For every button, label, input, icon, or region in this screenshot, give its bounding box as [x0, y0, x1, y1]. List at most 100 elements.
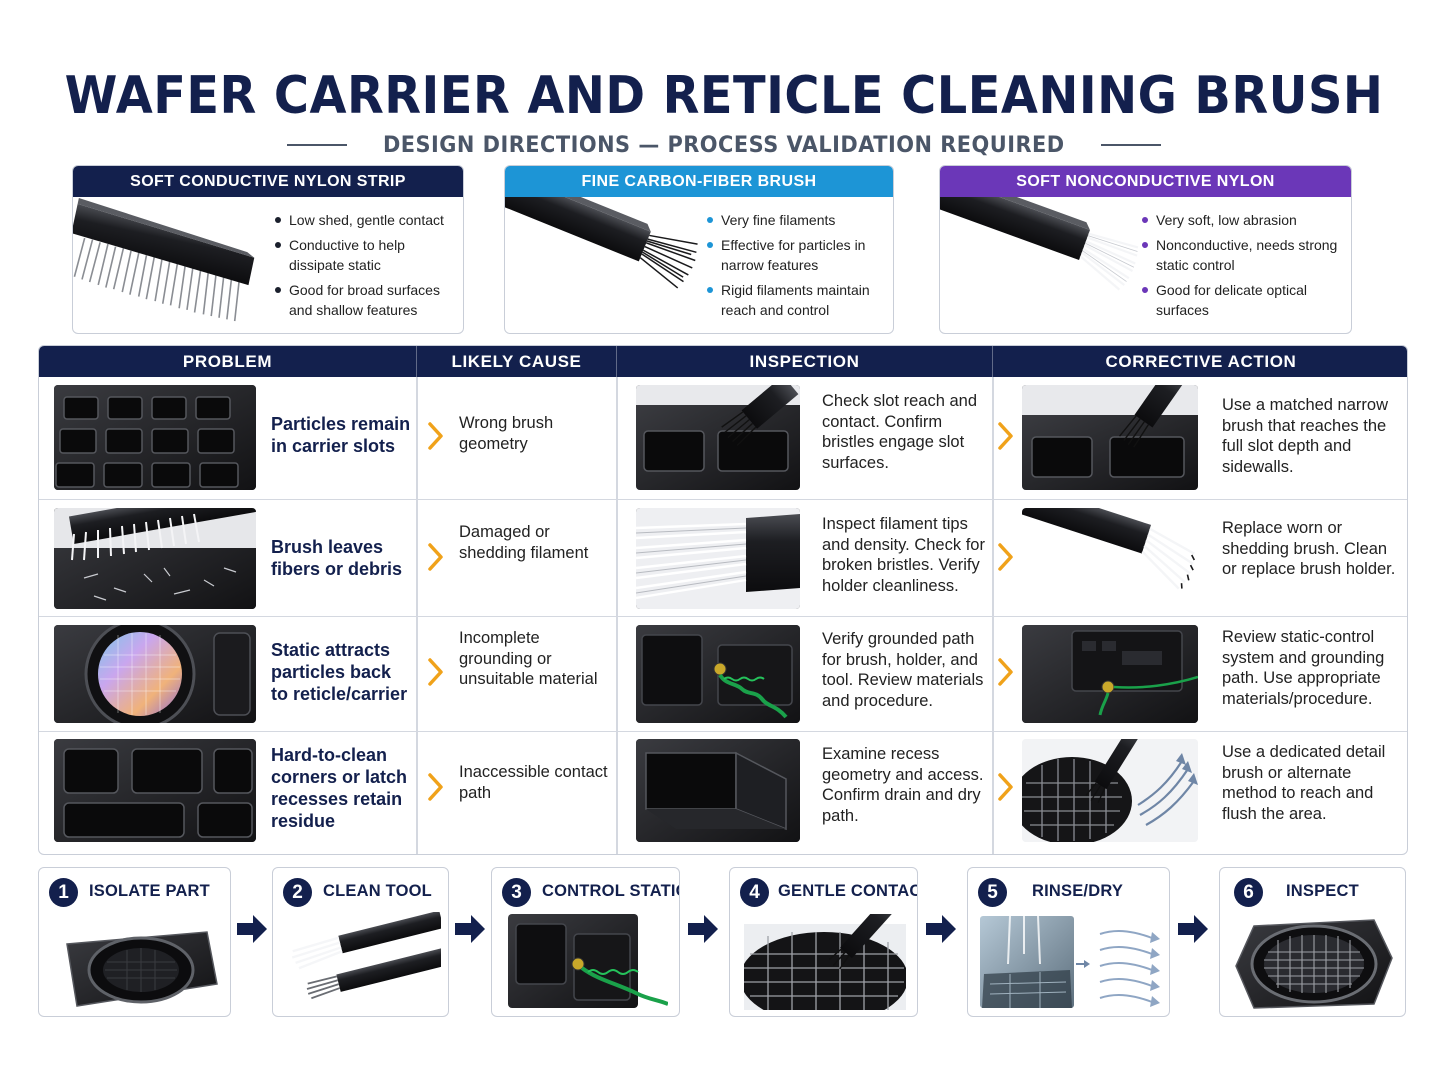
inspection-text: Examine recess geometry and access. Conf… [822, 745, 984, 825]
action-text: Replace worn or shedding brush. Clean or… [1222, 519, 1396, 578]
cause-text: Incomplete grounding or unsuitable mater… [459, 629, 598, 688]
column-divider [616, 377, 618, 854]
chevron-right-icon [428, 658, 443, 686]
matched-brush-action-image [1022, 385, 1198, 490]
nonconductive-nylon-brush-icon [940, 197, 1139, 291]
chevron-right-icon [428, 422, 443, 450]
subtitle-rule-right [1100, 144, 1161, 146]
bullet: Very fine filaments [705, 210, 885, 230]
latch-recess-image [54, 739, 256, 842]
nylon-strip-brush-icon [73, 197, 255, 322]
bullet: Rigid filaments maintain reach and contr… [705, 280, 885, 320]
brush-card-nonconductive-nylon: SOFT NONCONDUCTIVE NYLON Very soft, low … [939, 165, 1352, 334]
rinse-and-dry-icon [980, 915, 1160, 1008]
subtitle-rule-left [287, 144, 348, 146]
step-label: GENTLE CONTACT [778, 882, 918, 900]
table-row: Static attracts particles back to reticl… [39, 616, 1407, 731]
grounding-inspection-image [636, 625, 800, 723]
brush-card-title: SOFT CONDUCTIVE NYLON STRIP [73, 166, 463, 197]
slot-reach-inspection-image [636, 385, 800, 490]
step-rinse-dry: 5 RINSE/DRY [967, 867, 1170, 1017]
static-reticle-image [54, 625, 256, 723]
chevron-right-icon [428, 543, 443, 571]
grounding-wire-icon [508, 914, 668, 1008]
arrow-right-icon [1178, 915, 1208, 943]
gentle-brush-contact-icon [744, 914, 906, 1010]
bullet: Nonconductive, needs strong static contr… [1140, 235, 1343, 275]
replace-brush-action-image [1022, 508, 1198, 609]
brush-card-bullets: Low shed, gentle contact Conductive to h… [273, 210, 455, 325]
inspection-text: Verify grounded path for brush, holder, … [822, 630, 984, 710]
chevron-right-icon [998, 543, 1013, 571]
action-text: Use a matched narrow brush that reaches … [1222, 396, 1388, 476]
step-number-badge: 5 [978, 878, 1007, 907]
carbon-fiber-brush-icon [505, 197, 698, 289]
step-control-static: 3 CONTROL STATIC [491, 867, 680, 1017]
chevron-right-icon [998, 773, 1013, 801]
step-isolate-part: 1 ISOLATE PART [38, 867, 231, 1017]
arrow-right-icon [926, 915, 956, 943]
brush-card-conductive-nylon: SOFT CONDUCTIVE NYLON STRIP Low shed, ge… [72, 165, 464, 334]
chevron-right-icon [998, 658, 1013, 686]
step-gentle-contact: 4 GENTLE CONTACT [729, 867, 918, 1017]
column-divider [992, 377, 994, 854]
bullet: Good for broad surfaces and shallow feat… [273, 280, 455, 320]
step-label: CONTROL STATIC [542, 882, 680, 900]
action-text: Review static-control system and groundi… [1222, 628, 1385, 708]
page-subtitle: DESIGN DIRECTIONS — PROCESS VALIDATION R… [383, 132, 1065, 158]
chevron-right-icon [998, 422, 1013, 450]
isolated-carrier-icon [66, 931, 218, 1007]
column-header-cause: LIKELY CAUSE [417, 346, 617, 377]
step-number-badge: 4 [740, 878, 769, 907]
step-label: RINSE/DRY [1032, 882, 1124, 900]
page-title: WAFER CARRIER AND RETICLE CLEANING BRUSH [64, 66, 1384, 126]
step-label: INSPECT [1286, 882, 1359, 900]
brush-card-bullets: Very soft, low abrasion Nonconductive, n… [1140, 210, 1343, 325]
step-inspect: 6 INSPECT [1219, 867, 1406, 1017]
table-header: PROBLEM LIKELY CAUSE INSPECTION CORRECTI… [39, 346, 1407, 377]
step-number-badge: 6 [1234, 878, 1263, 907]
problem-text: Particles remain in carrier slots [271, 414, 411, 456]
action-text: Use a dedicated detail brush or alternat… [1222, 743, 1386, 823]
clean-brushes-icon [291, 912, 441, 1000]
detail-brush-action-image [1022, 739, 1198, 842]
shedding-brush-image [54, 508, 256, 609]
cause-text: Damaged or shedding filament [459, 523, 589, 562]
step-number-badge: 2 [283, 878, 312, 907]
table-row: Hard-to-clean corners or latch recesses … [39, 731, 1407, 854]
cause-text: Wrong brush geometry [459, 414, 554, 453]
problem-text: Hard-to-clean corners or latch recesses … [271, 745, 408, 831]
bullet: Very soft, low abrasion [1140, 210, 1343, 230]
recess-geometry-inspection-image [636, 739, 800, 842]
column-header-inspection: INSPECTION [617, 346, 993, 377]
filament-inspection-image [636, 508, 800, 609]
arrow-right-icon [455, 915, 485, 943]
inspected-carrier-icon [1235, 919, 1393, 1009]
chevron-right-icon [428, 773, 443, 801]
step-label: CLEAN TOOL [323, 882, 432, 900]
step-clean-tool: 2 CLEAN TOOL [272, 867, 449, 1017]
problem-text: Brush leaves fibers or debris [271, 537, 403, 579]
step-label: ISOLATE PART [89, 882, 210, 900]
arrow-right-icon [688, 915, 718, 943]
troubleshooting-table: PROBLEM LIKELY CAUSE INSPECTION CORRECTI… [38, 345, 1408, 855]
table-row: Particles remain in carrier slots Wrong … [39, 377, 1407, 499]
brush-card-title: SOFT NONCONDUCTIVE NYLON [940, 166, 1351, 197]
inspection-text: Check slot reach and contact. Confirm br… [822, 392, 978, 472]
brush-card-bullets: Very fine filaments Effective for partic… [705, 210, 885, 325]
static-control-action-image [1022, 625, 1198, 723]
problem-text: Static attracts particles back to reticl… [271, 640, 408, 704]
subtitle-row: DESIGN DIRECTIONS — PROCESS VALIDATION R… [0, 128, 1448, 162]
bullet: Good for delicate optical surfaces [1140, 280, 1343, 320]
column-divider [416, 377, 418, 854]
inspection-text: Inspect filament tips and density. Check… [822, 515, 985, 595]
cause-text: Inaccessible contact path [459, 763, 608, 802]
column-header-problem: PROBLEM [39, 346, 417, 377]
arrow-right-icon [237, 915, 267, 943]
table-row: Brush leaves fibers or debris Damaged or… [39, 499, 1407, 616]
bullet: Effective for particles in narrow featur… [705, 235, 885, 275]
bullet: Conductive to help dissipate static [273, 235, 455, 275]
column-header-action: CORRECTIVE ACTION [1105, 351, 1297, 371]
bullet: Low shed, gentle contact [273, 210, 455, 230]
brush-card-title: FINE CARBON-FIBER BRUSH [505, 166, 893, 197]
